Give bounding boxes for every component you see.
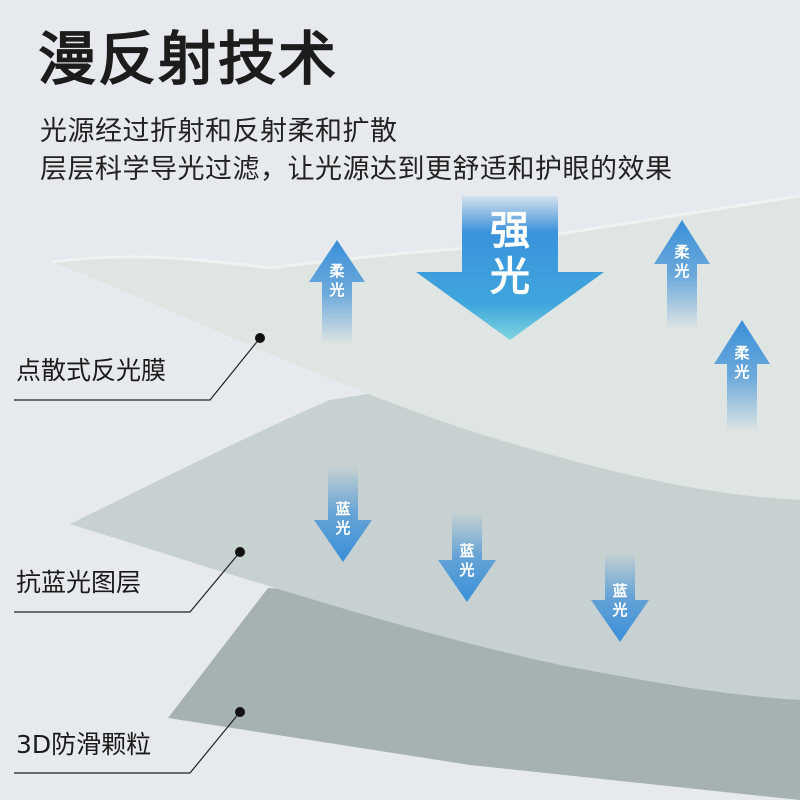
blue-light-char-1: 蓝 (459, 542, 475, 560)
blue-light-arrow-icon (438, 512, 496, 602)
strong-light-char-2: 光 (490, 254, 530, 300)
callout-line-middle (14, 551, 241, 613)
blue-light-char-2: 光 (335, 518, 351, 537)
layer-top-edge (51, 194, 800, 270)
layer-label-reflective-film: 点散式反光膜 (16, 356, 167, 385)
layer-top-sheet (52, 196, 800, 500)
soft-light-arrow-icon (309, 240, 365, 345)
soft-light-char-2: 光 (734, 362, 750, 381)
blue-light-char-1: 蓝 (612, 582, 628, 600)
page-title: 漫反射技术 (38, 25, 339, 93)
blue-light-label: 蓝 光 (455, 542, 479, 580)
callout-line-bottom (14, 711, 241, 774)
soft-light-char-1: 柔 (329, 262, 345, 280)
callout-dot-top (255, 333, 265, 343)
callout-line-top (14, 337, 261, 401)
soft-light-char-2: 光 (674, 261, 690, 280)
soft-light-char-1: 柔 (734, 344, 750, 362)
strong-light-label: 强 光 (480, 208, 540, 300)
soft-light-label: 柔 光 (730, 344, 754, 382)
soft-light-char-2: 光 (329, 280, 345, 299)
blue-light-label: 蓝 光 (608, 582, 632, 620)
layer-label-anti-blue-light: 抗蓝光图层 (16, 568, 142, 597)
soft-light-label: 柔 光 (670, 243, 694, 281)
blue-light-arrow-icon (591, 552, 649, 642)
soft-light-char-1: 柔 (674, 243, 690, 261)
subtitle-line-2: 层层科学导光过滤，让光源达到更舒适和护眼的效果 (40, 154, 673, 185)
layer-label-anti-slip-granules: 3D防滑颗粒 (16, 730, 152, 759)
subtitle-line-1: 光源经过折射和反射柔和扩散 (40, 116, 398, 147)
soft-light-arrow-icon (654, 220, 710, 330)
blue-light-arrow-icon (314, 466, 372, 562)
strong-light-arrow-icon (416, 196, 604, 340)
blue-light-char-2: 光 (459, 560, 475, 579)
soft-light-arrow-icon (714, 320, 770, 432)
callout-dot-middle (235, 547, 245, 557)
blue-light-label: 蓝 光 (331, 500, 355, 538)
soft-light-label: 柔 光 (325, 262, 349, 300)
strong-light-char-1: 强 (490, 208, 530, 254)
callout-dot-bottom (235, 707, 245, 717)
blue-light-char-1: 蓝 (335, 500, 351, 518)
blue-light-char-2: 光 (612, 600, 628, 619)
